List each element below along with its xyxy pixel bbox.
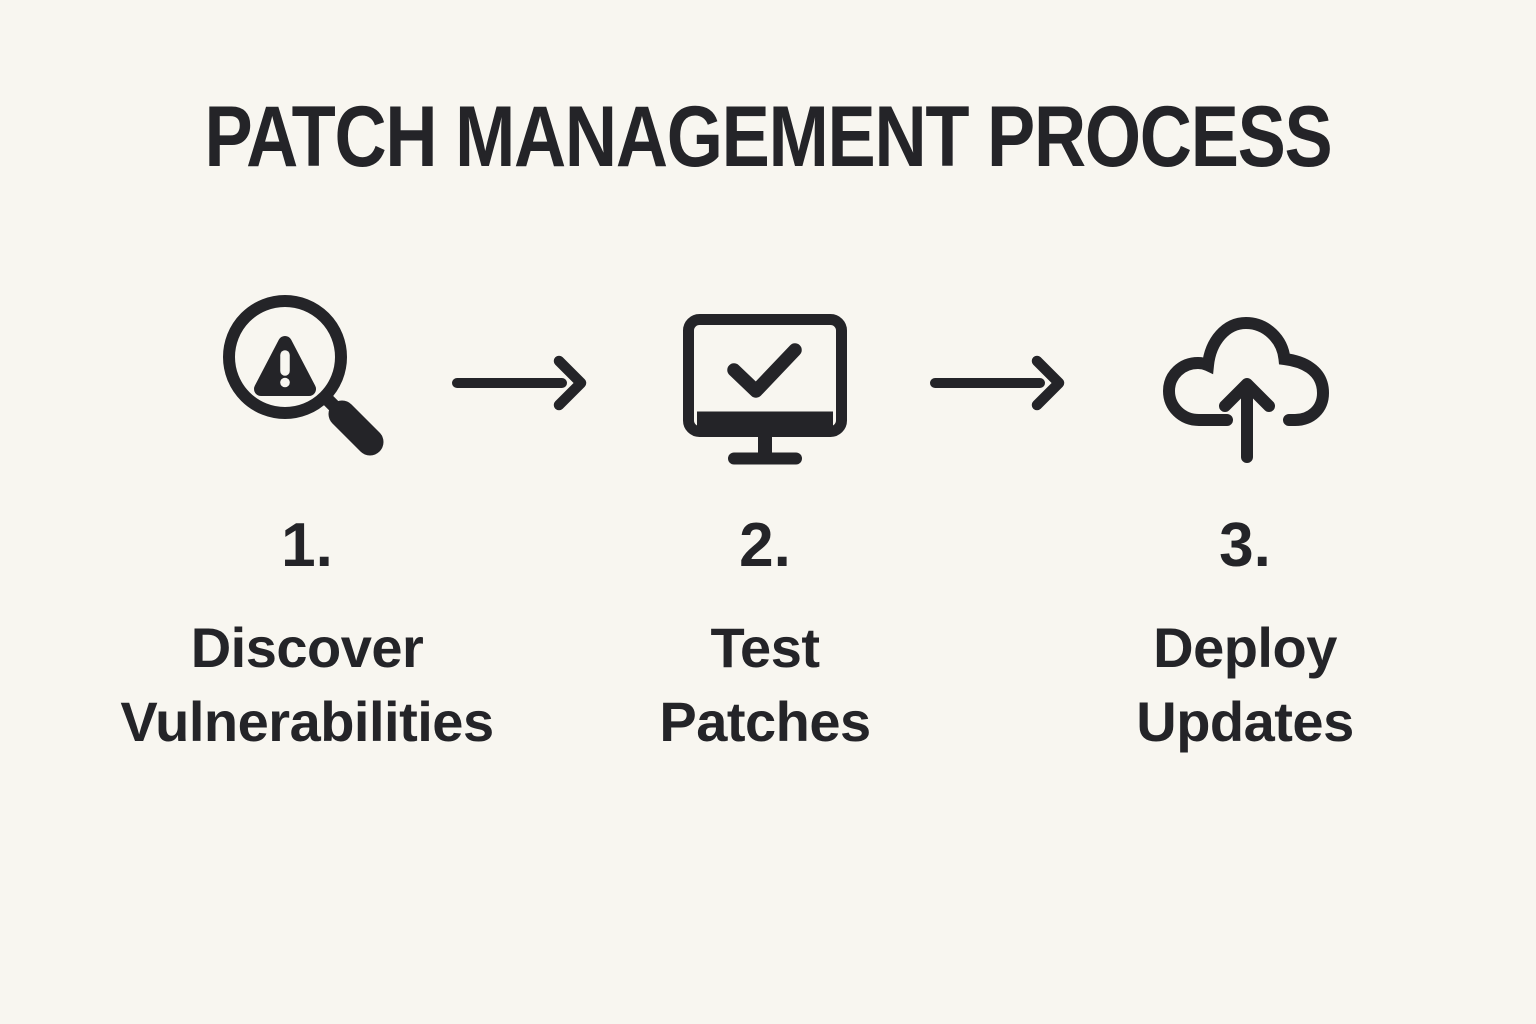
step-2-icon-area bbox=[605, 285, 925, 465]
arrow-right-icon bbox=[452, 355, 587, 411]
arrow-right-icon bbox=[930, 355, 1065, 411]
step-number: 2. bbox=[739, 511, 791, 580]
step-number: 1. bbox=[281, 511, 333, 580]
step-number: 3. bbox=[1219, 511, 1271, 580]
connector-2 bbox=[928, 354, 1066, 417]
checkmark bbox=[727, 343, 802, 398]
magnifier-lens bbox=[223, 295, 347, 419]
warning-exclamation-dot bbox=[280, 377, 290, 388]
magnifier-warning-icon bbox=[223, 295, 384, 456]
step-label-line: Vulnerabilities bbox=[120, 689, 494, 753]
step-label-line: Discover bbox=[190, 616, 424, 679]
monitor-check-icon bbox=[683, 314, 847, 465]
monitor-frame bbox=[683, 314, 847, 437]
cloud-outline bbox=[1162, 316, 1330, 426]
arrow-head bbox=[1031, 355, 1065, 411]
connector-1 bbox=[450, 354, 588, 417]
step-label-line: Patches bbox=[659, 689, 871, 753]
upload-arrow-head bbox=[1219, 378, 1275, 412]
process-step-1: 1. Discover Vulnerabilities bbox=[87, 285, 527, 759]
step-label: Discover Vulnerabilities bbox=[87, 611, 527, 759]
step-label-line: Deploy bbox=[1153, 616, 1337, 679]
step-1-icon-area bbox=[87, 285, 527, 465]
arrow-head bbox=[553, 355, 587, 411]
cloud-upload-icon bbox=[1162, 316, 1330, 463]
step-label: Test Patches bbox=[605, 611, 925, 759]
page-title: PATCH MANAGEMENT PROCESS bbox=[204, 89, 1333, 185]
magnifier-handle bbox=[328, 400, 384, 456]
monitor-stand-stem bbox=[758, 435, 772, 453]
step-label: Deploy Updates bbox=[1085, 611, 1405, 759]
step-3-icon-area bbox=[1085, 285, 1405, 465]
step-label-line: Test bbox=[710, 616, 821, 679]
step-label-line: Updates bbox=[1136, 689, 1354, 753]
process-step-2: 2. Test Patches bbox=[605, 285, 925, 759]
process-step-3: 3. Deploy Updates bbox=[1085, 285, 1405, 759]
